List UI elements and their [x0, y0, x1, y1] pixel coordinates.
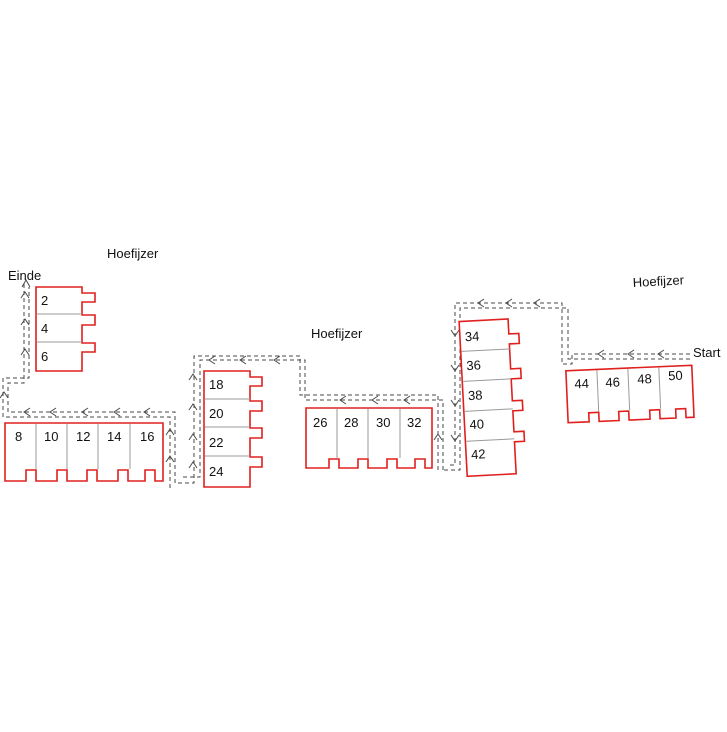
arrow-up-icon: [165, 428, 175, 436]
unit-number-28: 28: [344, 415, 358, 430]
arrow-left-icon: [627, 349, 635, 359]
unit-divider: [658, 367, 662, 409]
arrow-up-icon: [188, 433, 198, 441]
unit-divider: [466, 438, 515, 442]
arrow-up-icon: [20, 348, 30, 356]
unit-divider: [627, 369, 631, 411]
unit-divider: [463, 378, 512, 382]
unit-number-40: 40: [469, 416, 484, 432]
arrow-left-icon: [477, 298, 485, 308]
arrow-down-icon: [450, 399, 460, 407]
route-segment-start: [448, 302, 690, 466]
unit-divider: [596, 370, 600, 412]
unit-number-34: 34: [465, 328, 480, 344]
arrow-left-icon: [113, 407, 121, 417]
arrow-up-icon: [20, 318, 30, 326]
unit-number-20: 20: [209, 406, 223, 421]
arrow-left-icon: [371, 395, 379, 405]
route-segment-mid-right-b: [175, 355, 439, 484]
arrow-left-icon: [208, 355, 216, 365]
arrow-left-icon: [273, 355, 281, 365]
unit-number-8: 8: [15, 429, 22, 444]
arrow-left-icon: [657, 349, 665, 359]
route-segment-start-b: [443, 307, 690, 471]
arrow-up-icon: [188, 373, 198, 381]
unit-number-44: 44: [574, 376, 589, 392]
unit-number-14: 14: [107, 429, 121, 444]
unit-number-16: 16: [140, 429, 154, 444]
unit-number-24: 24: [209, 464, 223, 479]
unit-number-2: 2: [41, 293, 48, 308]
arrow-up-icon: [188, 461, 198, 469]
building-outline: [458, 318, 526, 478]
arrow-up-icon: [433, 433, 443, 441]
arrow-left-icon: [403, 395, 411, 405]
building-outline: [4, 422, 164, 482]
block-tilted: 34 36 38 40 42: [458, 318, 526, 478]
arrow-left-icon: [505, 298, 513, 308]
arrow-down-icon: [450, 329, 460, 337]
arrow-left-icon: [339, 395, 347, 405]
unit-number-22: 22: [209, 435, 223, 450]
unit-number-6: 6: [41, 349, 48, 364]
unit-number-48: 48: [637, 371, 652, 387]
block-vertical-mid: 18 20 22 24: [203, 370, 263, 488]
arrow-left-icon: [533, 298, 541, 308]
unit-number-18: 18: [209, 377, 223, 392]
start-label: Start: [693, 345, 721, 360]
end-label: Einde: [8, 268, 41, 283]
route-segment-mid-right: [180, 359, 444, 478]
unit-number-26: 26: [313, 415, 327, 430]
arrow-up-icon: [188, 403, 198, 411]
unit-number-32: 32: [407, 415, 421, 430]
arrow-up-icon: [0, 391, 9, 399]
arrow-left-icon: [81, 407, 89, 417]
arrow-down-icon: [450, 434, 460, 442]
unit-number-42: 42: [471, 446, 486, 462]
arrow-left-icon: [597, 349, 605, 359]
arrow-up-icon: [165, 455, 175, 463]
arrow-down-icon: [450, 364, 460, 372]
unit-number-10: 10: [44, 429, 58, 444]
arrow-left-icon: [23, 407, 31, 417]
unit-divider: [464, 408, 513, 412]
unit-number-36: 36: [466, 357, 481, 373]
unit-number-30: 30: [376, 415, 390, 430]
unit-number-12: 12: [76, 429, 90, 444]
block-bottom-left: 8 10 12 14 16: [4, 422, 164, 482]
arrow-left-icon: [49, 407, 57, 417]
block-right: 44 46 48 50: [565, 364, 695, 424]
unit-number-46: 46: [605, 374, 620, 390]
arrow-left-icon: [143, 407, 151, 417]
block-top-left: 2 4 6: [35, 286, 96, 372]
unit-number-50: 50: [668, 368, 683, 384]
block-a-title: Hoefijzer: [107, 246, 159, 261]
unit-number-38: 38: [468, 387, 483, 403]
route-arrows: [0, 278, 665, 469]
block-middle: 26 28 30 32: [305, 407, 433, 469]
arrow-up-icon: [20, 291, 30, 299]
block-b-title: Hoefijzer: [311, 326, 363, 341]
block-c-title: Hoefijzer: [632, 272, 685, 290]
arrow-left-icon: [239, 355, 247, 365]
arrow-up-icon: [21, 278, 31, 288]
building-outline: [35, 286, 96, 372]
unit-number-4: 4: [41, 321, 48, 336]
building-outline: [203, 370, 263, 488]
unit-divider: [461, 348, 510, 352]
building-outline: [565, 364, 695, 424]
